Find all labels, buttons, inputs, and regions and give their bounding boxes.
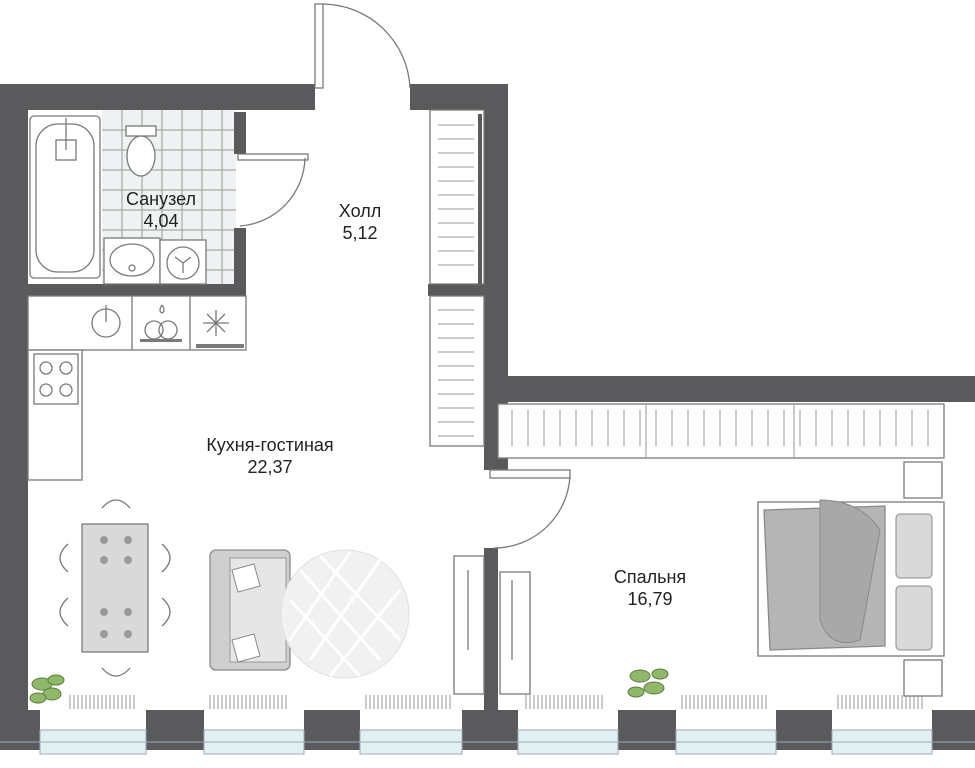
- bathroom-area: 4,04: [143, 211, 179, 231]
- windows: [0, 729, 975, 755]
- plant-icon: [627, 668, 669, 698]
- entrance-door-icon: [314, 3, 411, 89]
- nightstand-icon: [903, 461, 943, 697]
- hall-label: Холл 5,12: [310, 200, 410, 244]
- bedroom-name: Спальня: [613, 567, 687, 587]
- wardrobe-icon: [429, 109, 485, 447]
- kitchen-living-area: 22,37: [247, 457, 293, 477]
- rug-icon: [280, 549, 410, 679]
- bathroom-label: Санузел 4,04: [108, 188, 214, 232]
- bedroom-door-icon: [489, 469, 571, 549]
- washing-machine-icon: [159, 239, 207, 285]
- bedroom-wardrobe-icon: [497, 403, 945, 459]
- kitchen-sink-icon: [91, 296, 133, 350]
- radiators: [69, 695, 923, 709]
- bedroom-label: Спальня 16,79: [590, 566, 710, 610]
- bathroom-door-icon: [237, 153, 309, 227]
- bed-icon: [757, 499, 945, 657]
- desk-icon: [453, 555, 531, 695]
- sink-icon: [103, 237, 161, 285]
- hall-name: Холл: [338, 201, 382, 221]
- fridge-icon: [196, 310, 244, 348]
- bedroom-area: 16,79: [627, 589, 673, 609]
- dishwasher-icon: [140, 296, 191, 350]
- hall-area: 5,12: [342, 223, 378, 243]
- bathtub-icon: [29, 115, 101, 279]
- plant-icon: [29, 674, 65, 704]
- stove-icon: [33, 353, 79, 405]
- kitchen-living-label: Кухня-гостиная 22,37: [170, 434, 370, 478]
- dining-table-icon: [59, 499, 171, 677]
- kitchen-living-name: Кухня-гостиная: [206, 435, 334, 455]
- bathroom-name: Санузел: [125, 189, 197, 209]
- toilet-icon: [125, 125, 157, 177]
- sofa-icon: [209, 549, 291, 671]
